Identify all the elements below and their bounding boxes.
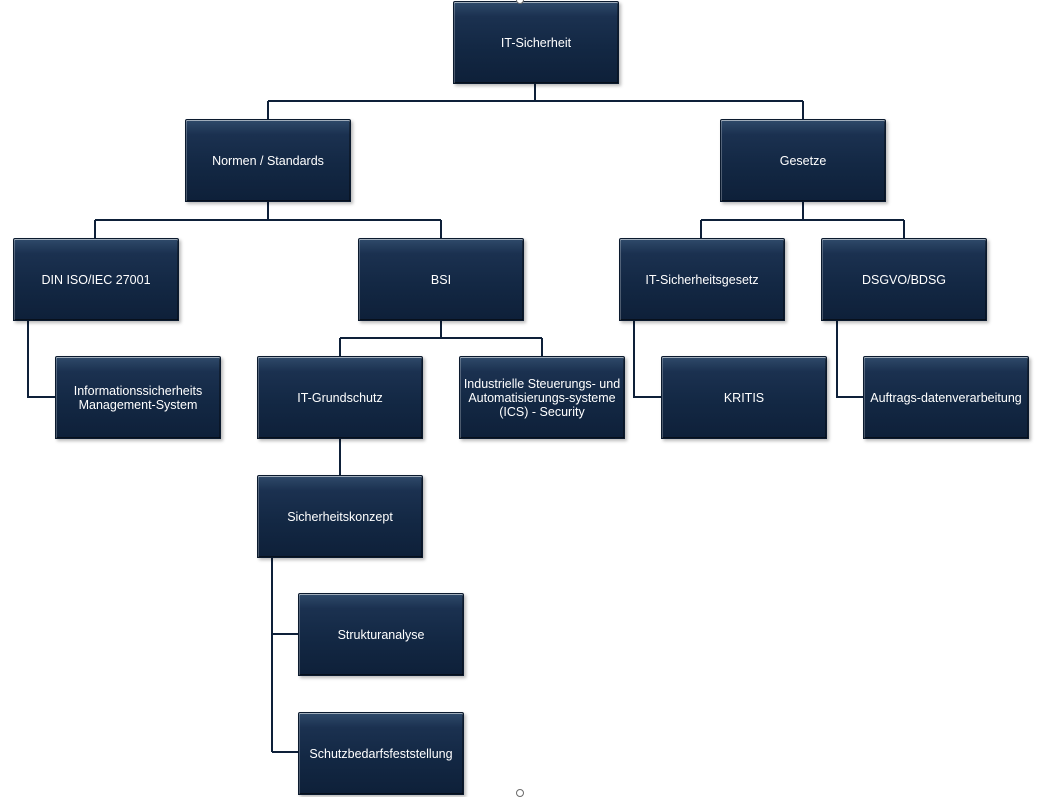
node-it-sicherheitsgesetz[interactable]: IT-Sicherheitsgesetz	[619, 238, 785, 321]
node-label: Schutzbedarfsfeststellung	[309, 746, 453, 761]
connector-konzept-children	[271, 557, 298, 753]
resize-handle-bottom[interactable]	[516, 789, 524, 797]
node-label: IT-Sicherheitsgesetz	[645, 272, 759, 287]
node-label: DIN ISO/IEC 27001	[41, 272, 151, 287]
connector-gesetze-children	[700, 202, 905, 238]
node-label: IT-Sicherheit	[500, 35, 572, 50]
node-din-iso-iec-27001[interactable]: DIN ISO/IEC 27001	[13, 238, 179, 321]
node-label: BSI	[430, 272, 452, 287]
node-it-sicherheit[interactable]: IT-Sicherheit	[453, 1, 619, 84]
node-ics-security[interactable]: Industrielle Steuerungs- und Automatisie…	[459, 356, 625, 439]
node-label: Strukturanalyse	[337, 627, 425, 642]
node-label: Gesetze	[779, 153, 827, 168]
connector-bsi-children	[339, 320, 543, 356]
node-isms[interactable]: Informationssicherheits Management-Syste…	[55, 356, 221, 439]
node-kritis[interactable]: KRITIS	[661, 356, 827, 439]
node-label: DSGVO/BDSG	[861, 272, 947, 287]
node-strukturanalyse[interactable]: Strukturanalyse	[298, 593, 464, 676]
node-sicherheitskonzept[interactable]: Sicherheitskonzept	[257, 475, 423, 558]
connector-normen-children	[94, 202, 442, 238]
node-label: KRITIS	[723, 390, 765, 405]
connector-din-isms	[27, 320, 55, 398]
node-label: Normen / Standards	[212, 153, 324, 168]
connector-dsgvo-auftrag	[836, 320, 863, 398]
connector-root-children	[267, 83, 804, 119]
node-label: Auftrags-datenverarbeitung	[870, 390, 1022, 405]
node-normen-standards[interactable]: Normen / Standards	[185, 119, 351, 202]
node-label: Sicherheitskonzept	[287, 509, 393, 524]
node-schutzbedarfsfeststellung[interactable]: Schutzbedarfsfeststellung	[298, 712, 464, 795]
node-gesetze[interactable]: Gesetze	[720, 119, 886, 202]
node-it-grundschutz[interactable]: IT-Grundschutz	[257, 356, 423, 439]
node-label: IT-Grundschutz	[297, 390, 383, 405]
node-label: Industrielle Steuerungs- und Automatisie…	[463, 376, 621, 419]
node-bsi[interactable]: BSI	[358, 238, 524, 321]
node-auftragsdatenverarbeitung[interactable]: Auftrags-datenverarbeitung	[863, 356, 1029, 439]
node-label: Informationssicherheits Management-Syste…	[73, 383, 203, 412]
node-dsgvo-bdsg[interactable]: DSGVO/BDSG	[821, 238, 987, 321]
connector-itsig-kritis	[633, 320, 661, 398]
